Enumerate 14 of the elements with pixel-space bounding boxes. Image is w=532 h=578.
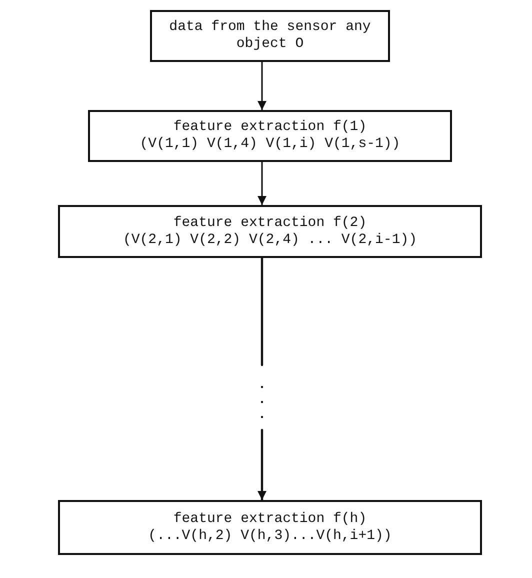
- vector-list: (V(1,1) V(1,4) V(1,i) V(1,s-1)): [140, 136, 400, 153]
- vector-list: (...V(h,2) V(h,3)...V(h,i+1)): [148, 528, 392, 544]
- process-box: [88, 110, 452, 162]
- box-title: data from the sensor any object O: [168, 19, 372, 53]
- process-box: [150, 10, 390, 62]
- vector-list: (V(2,1) V(2,2) V(2,4) ... V(2,i-1)): [122, 232, 418, 248]
- box-title: feature extraction f(h): [173, 510, 367, 528]
- process-box: [58, 205, 482, 258]
- box-title: feature extraction f(1): [173, 119, 367, 136]
- process-box: [58, 500, 482, 555]
- box-title: feature extraction f(2): [173, 214, 367, 232]
- arrow: [258, 256, 266, 502]
- arrow: [258, 162, 266, 205]
- arrow: [258, 62, 266, 110]
